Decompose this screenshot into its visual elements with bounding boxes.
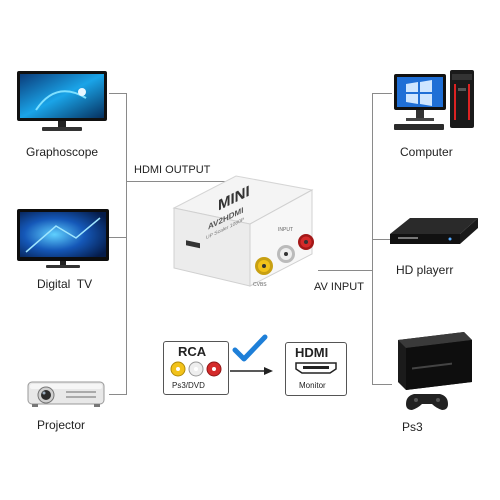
av-input-label: AV INPUT xyxy=(314,281,364,293)
rca-jacks-icon xyxy=(167,360,225,378)
hdmi-port-icon xyxy=(294,361,338,375)
right-tick-top xyxy=(372,93,392,94)
left-tick-mid xyxy=(109,237,127,238)
rca-title: RCA xyxy=(178,344,207,359)
device-label-ps3: Ps3 xyxy=(402,420,423,434)
monitor-icon xyxy=(16,70,108,134)
arrow-right-icon xyxy=(230,366,274,376)
device-label-computer: Computer xyxy=(400,145,453,159)
mini-converter-box xyxy=(166,168,318,296)
desktop-computer-icon xyxy=(392,68,476,134)
left-bus-line xyxy=(126,93,127,395)
device-label-graphoscope: Graphoscope xyxy=(26,145,99,159)
device-label-projector: Projector xyxy=(37,418,86,432)
converter-input-label: INPUT xyxy=(278,227,293,233)
hdmi-subtitle: Monitor xyxy=(299,381,326,390)
av-input-line xyxy=(318,270,373,271)
hdmi-output-line xyxy=(127,181,230,182)
check-icon xyxy=(232,334,268,364)
hdmi-output-label: HDMI OUTPUT xyxy=(134,164,211,176)
rca-subtitle: Ps3/DVD xyxy=(172,381,205,390)
game-console-icon xyxy=(392,330,474,414)
projector-icon xyxy=(26,376,108,410)
right-tick-mid xyxy=(372,239,392,240)
tv-icon xyxy=(16,208,110,270)
device-label-hd-player: HD playerr xyxy=(396,263,454,277)
device-label-digital-tv: Digital TV xyxy=(37,277,93,291)
dvd-player-icon xyxy=(388,214,480,250)
hdmi-title: HDMI xyxy=(295,345,329,360)
converter-cvbs-label: CVBS xyxy=(253,282,267,288)
right-tick-bottom xyxy=(372,384,392,385)
left-tick-bottom xyxy=(109,394,127,395)
left-tick-top xyxy=(109,93,127,94)
